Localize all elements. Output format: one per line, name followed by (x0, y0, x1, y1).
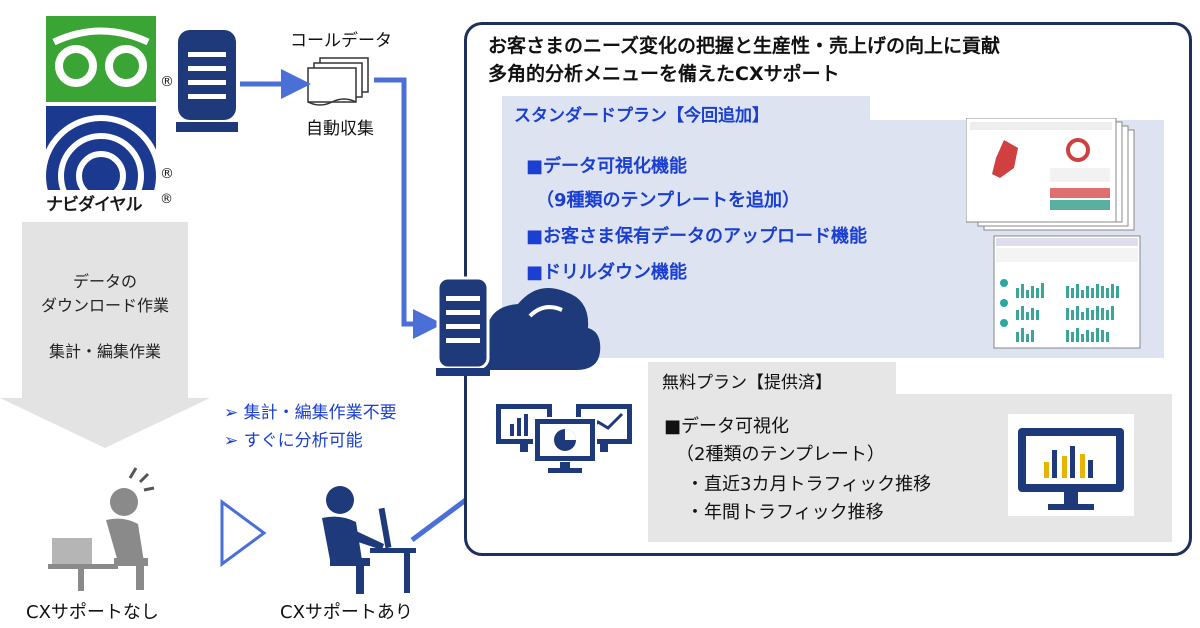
standard-plan-label: スタンダードプラン【今回追加】 (514, 106, 769, 126)
std-feature-visualization: ■データ可視化機能 (526, 156, 688, 177)
call-data-label: コールデータ (290, 31, 392, 51)
std-feature-upload: ■お客さま保有データのアップロード機能 (526, 226, 868, 247)
reg-mark: ® (160, 74, 174, 90)
logo-green-square-icon (46, 16, 156, 102)
documents-icon (307, 57, 369, 106)
manual-line3: 集計・編集作業 (48, 342, 161, 361)
dashboard-screenshots-icon (966, 118, 1141, 349)
stressed-user-icon (48, 467, 155, 591)
panel-title-line2: 多角的分析メニューを備えたCXサポート (488, 63, 840, 85)
benefit-no-editing: ➢ 集計・編集作業不要 (224, 403, 397, 423)
logo-blue-square-icon (46, 106, 156, 190)
free-plan-label: 無料プラン【提供済】 (662, 373, 832, 393)
monitors-icon (496, 404, 632, 473)
manual-work-text: データの ダウンロード作業 集計・編集作業 (10, 270, 200, 364)
manual-line2: ダウンロード作業 (40, 296, 169, 315)
auto-collect-label: 自動収集 (306, 119, 374, 139)
manual-line1: データの (72, 272, 137, 291)
free-feature-visualization: ■データ可視化 (664, 416, 790, 437)
server-icon (176, 30, 238, 132)
logo-wordmark: ナビダイヤル (46, 195, 142, 215)
cloud-server-icon (436, 276, 601, 376)
downward-arrow-shape (0, 222, 210, 448)
navidial-logo: ® ® ナビダイヤル ® (46, 16, 186, 215)
std-feature-drilldown: ■ドリルダウン機能 (526, 262, 688, 283)
benefit-instant-analysis: ➢ すぐに分析可能 (224, 431, 363, 451)
chart-monitor-icon (1018, 428, 1124, 510)
reg-mark-2: ® (160, 166, 174, 182)
panel-title: お客さまのニーズ変化の把握と生産性・売上げの向上に貢献 多角的分析メニューを備え… (488, 32, 1000, 88)
caption-without-cx: CXサポートなし (26, 602, 159, 623)
panel-title-line1: お客さまのニーズ変化の把握と生産性・売上げの向上に貢献 (488, 35, 1001, 57)
free-feature-templates: （2種類のテンプレート） (676, 444, 885, 465)
reg-mark-3: ® (160, 192, 173, 207)
free-feature-recent-traffic: ・直近3カ月トラフィック推移 (686, 474, 932, 495)
free-plan-tab (648, 362, 896, 396)
free-feature-annual-traffic: ・年間トラフィック推移 (686, 502, 884, 523)
std-feature-templates: （9種類のテンプレートを追加） (536, 190, 800, 211)
working-user-icon (322, 486, 416, 594)
triangle-arrow-icon (220, 499, 267, 567)
caption-with-cx: CXサポートあり (280, 602, 413, 623)
